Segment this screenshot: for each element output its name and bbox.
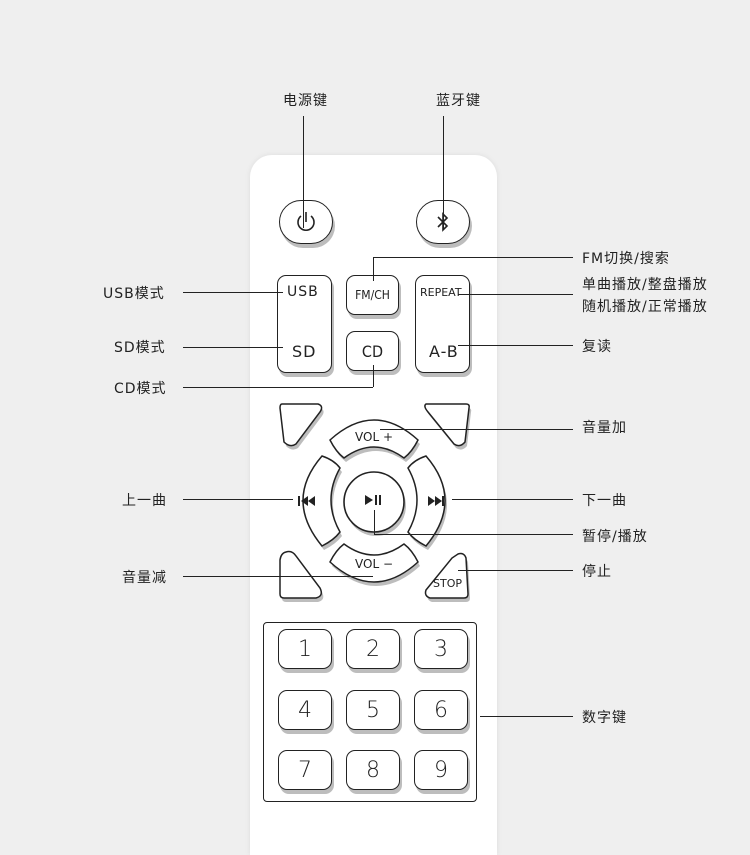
bottom-left-corner-key[interactable] xyxy=(279,550,324,603)
top-right-corner-key[interactable] xyxy=(424,403,472,450)
callout-next: 下一曲 xyxy=(582,493,627,509)
callout-repeat-line1: 单曲播放/整盘播放 xyxy=(582,277,708,293)
repeat-ab-key[interactable] xyxy=(415,275,470,373)
dpad-graphics xyxy=(279,403,472,603)
digit-5-button[interactable]: 5 xyxy=(346,690,400,730)
power-button[interactable] xyxy=(279,200,333,244)
vol-down-button[interactable] xyxy=(329,543,420,586)
play-pause-button[interactable] xyxy=(343,471,406,536)
callout-power: 电源键 xyxy=(283,93,328,109)
prev-button[interactable] xyxy=(302,455,342,550)
digit-7-button[interactable]: 7 xyxy=(278,750,332,790)
digit-2-label: 2 xyxy=(366,636,380,662)
play-leader-v xyxy=(374,510,375,534)
callout-cd: CD模式 xyxy=(114,381,167,397)
sd-button-label: SD xyxy=(292,342,317,361)
digit-5-label: 5 xyxy=(366,697,380,723)
callout-bluetooth: 蓝牙键 xyxy=(436,93,481,109)
play-pause-icon xyxy=(365,495,381,505)
top-left-corner-key[interactable] xyxy=(279,403,324,450)
skip-previous-icon xyxy=(298,496,315,506)
digit-6-label: 6 xyxy=(434,697,448,723)
digit-4-label: 4 xyxy=(298,697,312,723)
digit-8-button[interactable]: 8 xyxy=(346,750,400,790)
ab-button-label: A-B xyxy=(429,342,459,361)
skip-next-icon xyxy=(428,496,444,506)
fm-leader-h xyxy=(373,257,573,258)
digit-9-label: 9 xyxy=(434,757,448,783)
ab-leader xyxy=(458,345,573,346)
digit-3-label: 3 xyxy=(434,636,448,662)
callout-repeat-line2: 随机播放/正常播放 xyxy=(582,299,708,315)
bluetooth-leader xyxy=(443,116,444,228)
next-leader xyxy=(452,499,573,500)
vol-down-leader xyxy=(183,576,373,577)
power-icon xyxy=(297,212,315,231)
vol-down-label: VOL − xyxy=(355,557,393,571)
digit-1-label: 1 xyxy=(298,636,312,662)
digit-8-label: 8 xyxy=(366,757,380,783)
callout-prev: 上一曲 xyxy=(122,493,167,509)
digit-7-label: 7 xyxy=(298,757,312,783)
digit-4-button[interactable]: 4 xyxy=(278,690,332,730)
cd-button-label: CD xyxy=(361,341,384,361)
fm-ch-button[interactable]: FM/CH xyxy=(346,275,399,315)
callout-usb: USB模式 xyxy=(103,286,165,302)
repeat-button-label: REPEAT xyxy=(420,286,462,299)
usb-button-label: USB xyxy=(287,284,319,300)
prev-leader xyxy=(183,499,293,500)
digit-1-button[interactable]: 1 xyxy=(278,629,332,669)
stop-key[interactable] xyxy=(424,552,471,603)
digit-2-button[interactable]: 2 xyxy=(346,629,400,669)
repeat-leader xyxy=(458,294,573,295)
number-keys-leader xyxy=(480,716,573,717)
callout-ab: 复读 xyxy=(582,339,612,355)
stop-leader xyxy=(458,570,573,571)
callout-vol-up: 音量加 xyxy=(582,420,627,436)
stop-button-label: STOP xyxy=(433,577,462,590)
digit-3-button[interactable]: 3 xyxy=(414,629,468,669)
callout-sd: SD模式 xyxy=(114,340,166,356)
digit-6-button[interactable]: 6 xyxy=(414,690,468,730)
cd-leader-v xyxy=(373,365,374,387)
fm-leader-v xyxy=(373,257,374,281)
cd-leader-h xyxy=(183,387,373,388)
callout-play-pause: 暂停/播放 xyxy=(582,529,648,545)
callout-number-keys: 数字键 xyxy=(582,710,627,726)
callout-vol-down: 音量减 xyxy=(122,570,167,586)
usb-sd-key[interactable] xyxy=(277,275,332,373)
vol-up-label: VOL + xyxy=(355,430,393,444)
fm-ch-button-label: FM/CH xyxy=(355,288,390,302)
next-button[interactable] xyxy=(407,455,447,550)
usb-leader xyxy=(183,292,283,293)
cd-button[interactable]: CD xyxy=(346,331,399,371)
callout-stop: 停止 xyxy=(582,564,612,580)
digit-9-button[interactable]: 9 xyxy=(414,750,468,790)
remote-diagram: USB SD FM/CH CD REPEAT A-B xyxy=(103,93,708,855)
power-leader xyxy=(303,116,304,228)
sd-leader xyxy=(183,347,283,348)
vol-up-leader xyxy=(380,429,573,430)
play-leader-h xyxy=(374,534,573,535)
callout-fm-ch: FM切换/搜索 xyxy=(582,251,670,267)
